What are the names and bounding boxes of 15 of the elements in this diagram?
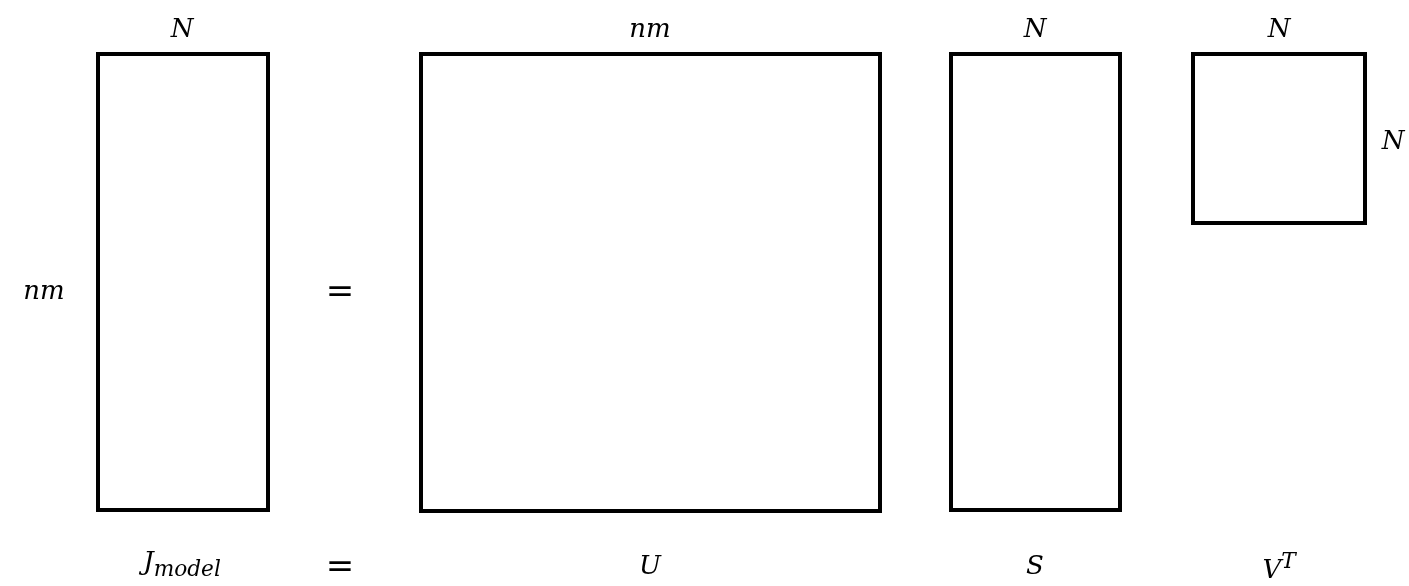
matrix-label: S <box>1026 550 1044 580</box>
matrix-label: U <box>639 550 661 580</box>
matrix-box <box>419 52 882 513</box>
dimension-label: N <box>170 13 194 43</box>
matrix-box <box>96 52 270 512</box>
matrix-label: V$^{T}$ <box>1262 547 1296 584</box>
equals-sign: = <box>325 547 355 583</box>
dimension-label: nm <box>23 275 65 305</box>
dimension-label: N <box>1267 13 1291 43</box>
matrix-box <box>949 52 1122 512</box>
dimension-label: N <box>1381 125 1405 155</box>
equals-sign: = <box>325 272 355 308</box>
matrix-box <box>1191 52 1367 225</box>
dimension-label: N <box>1023 13 1047 43</box>
dimension-label: nm <box>629 13 671 43</box>
